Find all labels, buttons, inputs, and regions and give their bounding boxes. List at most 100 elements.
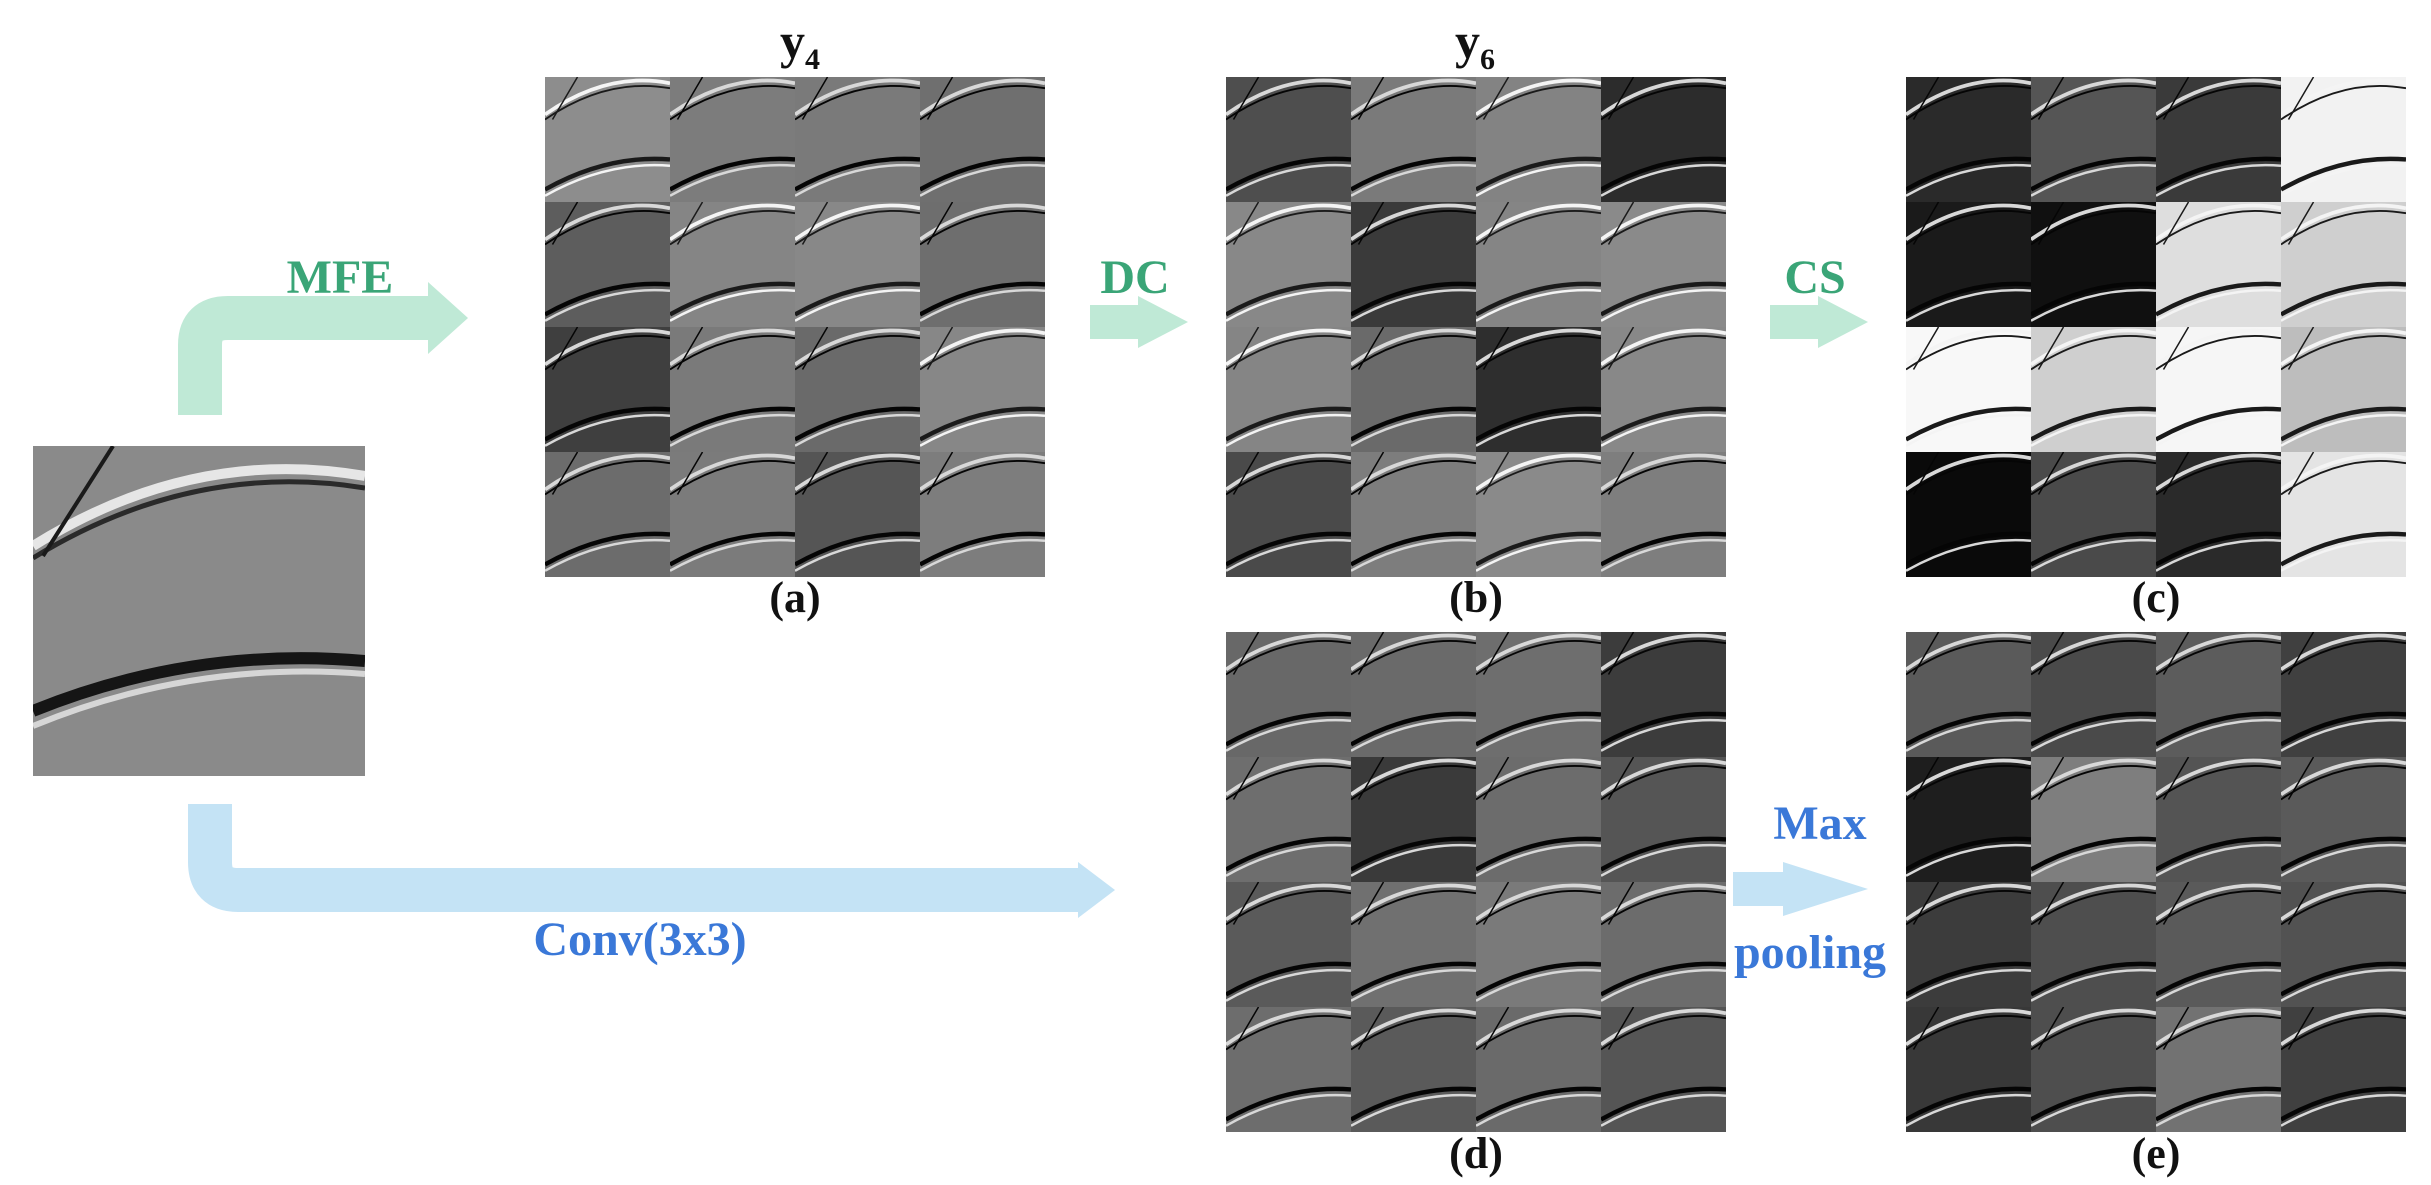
tile-curves (2281, 77, 2406, 197)
tile-curves (2031, 632, 2156, 752)
feature-map-tile (1351, 1007, 1476, 1132)
input-image (33, 446, 365, 776)
caption-a: (a) (769, 573, 821, 622)
feature-map-tile (1351, 452, 1476, 577)
dc-arrow (1090, 296, 1188, 348)
feature-map-tile (1226, 452, 1351, 577)
tile-curves (1906, 632, 2031, 752)
tile-curves (1351, 327, 1476, 447)
tile-curves (1351, 202, 1476, 322)
tile-curves (1351, 882, 1476, 1002)
caption-c: (c) (2131, 573, 2181, 622)
tile-curves (1906, 882, 2031, 1002)
feature-map-tile (1226, 1007, 1351, 1132)
tile-curves (795, 452, 920, 572)
feature-map-tile (1601, 202, 1726, 327)
tile-curves (795, 202, 920, 322)
tile-curves (2031, 77, 2156, 197)
feature-map-tile (1476, 757, 1601, 882)
tile-curves (1476, 327, 1601, 447)
tile-curves (2156, 632, 2281, 752)
tile-curves (2156, 757, 2281, 877)
label-cs: CS (1784, 251, 1846, 304)
tile-curves (1226, 632, 1351, 752)
feature-map-tile (2281, 77, 2406, 202)
tile-curves (1601, 452, 1726, 572)
feature-map-tile (2031, 202, 2156, 327)
feature-map-tile (1476, 327, 1601, 452)
feature-grid-e (1906, 632, 2406, 1132)
feature-map-tile (920, 202, 1045, 327)
feature-map-tile (545, 327, 670, 452)
tile-curves (670, 202, 795, 322)
feature-map-tile (2031, 77, 2156, 202)
tile-curves (545, 202, 670, 322)
caption-e: (e) (2131, 1129, 2181, 1178)
feature-map-tile (1476, 77, 1601, 202)
feature-map-tile (545, 77, 670, 202)
tile-curves (545, 327, 670, 447)
feature-map-tile (795, 77, 920, 202)
input-curves (33, 446, 365, 729)
feature-map-tile (1601, 882, 1726, 1007)
tile-curves (2156, 882, 2281, 1002)
tile-curves (2281, 632, 2406, 752)
feature-map-tile (920, 77, 1045, 202)
feature-map-tile (2281, 632, 2406, 757)
label-dc: DC (1100, 251, 1170, 304)
feature-map-tile (1226, 632, 1351, 757)
tile-curves (2156, 452, 2281, 572)
tile-curves (920, 202, 1045, 322)
tile-curves (2031, 757, 2156, 877)
feature-map-tile (1476, 452, 1601, 577)
feature-map-tile (670, 202, 795, 327)
tile-curves (2031, 452, 2156, 572)
feature-map-tile (1351, 77, 1476, 202)
tile-curves (2281, 327, 2406, 447)
feature-grid-c (1906, 77, 2406, 577)
tile-curves (1906, 77, 2031, 197)
tile-curves (1906, 202, 2031, 322)
tile-curves (1906, 757, 2031, 877)
tile-curves (670, 327, 795, 447)
title-y6: y6 (1455, 13, 1495, 76)
tile-curves (1601, 882, 1726, 1002)
label-mfe: MFE (286, 251, 394, 304)
tile-curves (1226, 1007, 1351, 1127)
feature-map-tile (545, 452, 670, 577)
feature-map-tile (1601, 632, 1726, 757)
tile-curves (2156, 77, 2281, 197)
tile-curves (2031, 1007, 2156, 1127)
tile-curves (2031, 882, 2156, 1002)
tile-curves (2031, 327, 2156, 447)
feature-map-tile (1476, 882, 1601, 1007)
tile-curves (1476, 632, 1601, 752)
tile-curves (1601, 757, 1726, 877)
tile-curves (1601, 77, 1726, 197)
feature-map-tile (2156, 327, 2281, 452)
tile-curves (1351, 77, 1476, 197)
caption-d: (d) (1449, 1129, 1503, 1178)
feature-map-tile (1351, 327, 1476, 452)
cs-arrow (1770, 296, 1868, 348)
feature-map-tile (2031, 882, 2156, 1007)
tile-curves (1476, 452, 1601, 572)
feature-map-tile (1351, 632, 1476, 757)
tile-curves (1906, 452, 2031, 572)
tile-curves (2281, 1007, 2406, 1127)
conv-arrow (188, 804, 1115, 918)
tile-curves (1226, 452, 1351, 572)
label-conv: Conv(3x3) (533, 913, 747, 966)
feature-map-tile (1906, 452, 2031, 577)
maxpool-arrow (1733, 862, 1868, 916)
tile-curves (920, 327, 1045, 447)
feature-grid-d (1226, 632, 1726, 1132)
feature-map-tile (1601, 1007, 1726, 1132)
tile-curves (2031, 202, 2156, 322)
feature-map-tile (2156, 202, 2281, 327)
feature-map-tile (2031, 757, 2156, 882)
tile-curves (1351, 452, 1476, 572)
tile-curves (2156, 327, 2281, 447)
feature-map-tile (2031, 1007, 2156, 1132)
label-pooling: pooling (1733, 926, 1887, 979)
